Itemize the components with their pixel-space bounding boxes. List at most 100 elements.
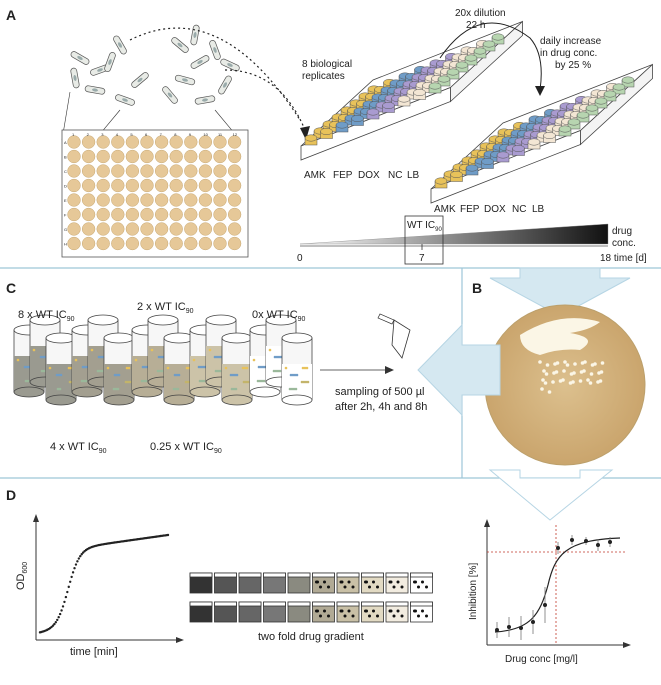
colony-streak [520, 318, 600, 355]
increase-label-line2: in drug conc. [540, 48, 597, 59]
colony [543, 381, 548, 385]
dose-point [556, 546, 560, 550]
tube-cap [163, 332, 195, 344]
group-2x-label: 2 x WT IC90 [137, 301, 194, 315]
growth-point [57, 616, 60, 619]
tube-cap [265, 314, 297, 326]
plate-well [227, 135, 242, 149]
plate-col-number: 10 [203, 132, 208, 137]
plate-well [81, 193, 96, 207]
plate-well [198, 164, 213, 178]
colony [541, 378, 545, 382]
colony [578, 379, 583, 383]
plate-well [213, 193, 227, 207]
drug-label-nc: NC [512, 204, 526, 215]
group-0x-label: 0x WT IC90 [252, 309, 306, 323]
dose-point [608, 540, 612, 544]
plate-well [366, 108, 380, 116]
plate-well [543, 132, 556, 139]
plate-well [169, 149, 183, 164]
dose-point [519, 626, 523, 630]
arrow-a-to-b [489, 267, 631, 317]
plate-well [603, 90, 617, 98]
plate-well [213, 149, 227, 164]
plate-well [213, 222, 227, 236]
plate-well [335, 121, 349, 129]
panel-label-c: C [6, 280, 16, 296]
plate-well [140, 135, 154, 149]
plate-well [81, 164, 96, 178]
plate-well [612, 83, 626, 91]
drug-conc-label-line2: conc. [612, 238, 636, 249]
colony [589, 372, 594, 376]
plate-well [213, 164, 227, 178]
colony [600, 361, 605, 365]
plate-well [227, 178, 242, 193]
plate-well [397, 95, 411, 103]
colony [554, 370, 559, 374]
plate-well [125, 164, 140, 178]
plate-well [96, 222, 110, 236]
colony [573, 362, 577, 366]
colony [582, 369, 586, 373]
plate-col-number: 7 [160, 132, 163, 137]
plate-well [184, 164, 198, 178]
plate-well [227, 207, 242, 222]
colony [598, 379, 603, 383]
agar-plate [484, 304, 646, 466]
tube-cap [147, 314, 179, 326]
plate-well [198, 236, 213, 251]
plate-well [111, 149, 125, 164]
bacterium-nucleoid [122, 98, 128, 102]
colony [565, 363, 570, 367]
plate-well [351, 115, 364, 122]
plate-well [382, 102, 395, 109]
plate-well [304, 134, 318, 142]
plate-col-number: 11 [218, 132, 223, 137]
time-axis-mid: 7 [419, 253, 425, 264]
plate-col-number: 5 [130, 132, 133, 137]
growth-point [73, 567, 76, 570]
plate-well [496, 151, 510, 159]
plate-well [491, 33, 505, 41]
plate-well [67, 207, 81, 222]
plate-well [184, 236, 198, 251]
plate-well [154, 236, 169, 251]
bacterium-nucleoid [213, 47, 217, 53]
plate-well [154, 135, 169, 149]
plate-well [140, 178, 154, 193]
evolution-plate-day-2 [430, 63, 653, 204]
plate-well [621, 76, 635, 84]
colony [583, 360, 587, 364]
plate-well [576, 111, 590, 119]
dilution-label-line1: 20x dilution [455, 8, 506, 19]
plate-well [125, 135, 140, 149]
inhibition-ylabel: Inhibition [%] [468, 563, 479, 620]
plate-well [198, 135, 213, 149]
wt-ic90-label: WT IC90 [407, 220, 442, 233]
drug-label-dox: DOX [484, 204, 506, 215]
plate-row-letter: E [64, 198, 67, 203]
colony [540, 387, 544, 391]
plate-well [125, 236, 140, 251]
plate-well [154, 222, 169, 236]
tube-cap [205, 314, 237, 326]
colony [551, 380, 555, 384]
colony [561, 378, 565, 382]
plate-well [567, 118, 581, 126]
plate-well [111, 135, 125, 149]
plate-well [465, 164, 479, 172]
tube-cap [45, 332, 77, 344]
plate-well [594, 97, 608, 105]
bacterium-nucleoid [73, 75, 77, 81]
plate-well [81, 178, 96, 193]
inhibition-xlabel: Drug conc [mg/l] [505, 654, 578, 665]
time-axis-end: 18 time [d] [600, 253, 647, 264]
colony [593, 362, 597, 366]
colony [599, 370, 604, 374]
eppendorf-tube-icon [377, 313, 411, 359]
plate-well [125, 207, 140, 222]
plate-well [428, 82, 442, 90]
growth-xlabel: time [min] [70, 646, 118, 658]
plate-well [437, 75, 451, 83]
